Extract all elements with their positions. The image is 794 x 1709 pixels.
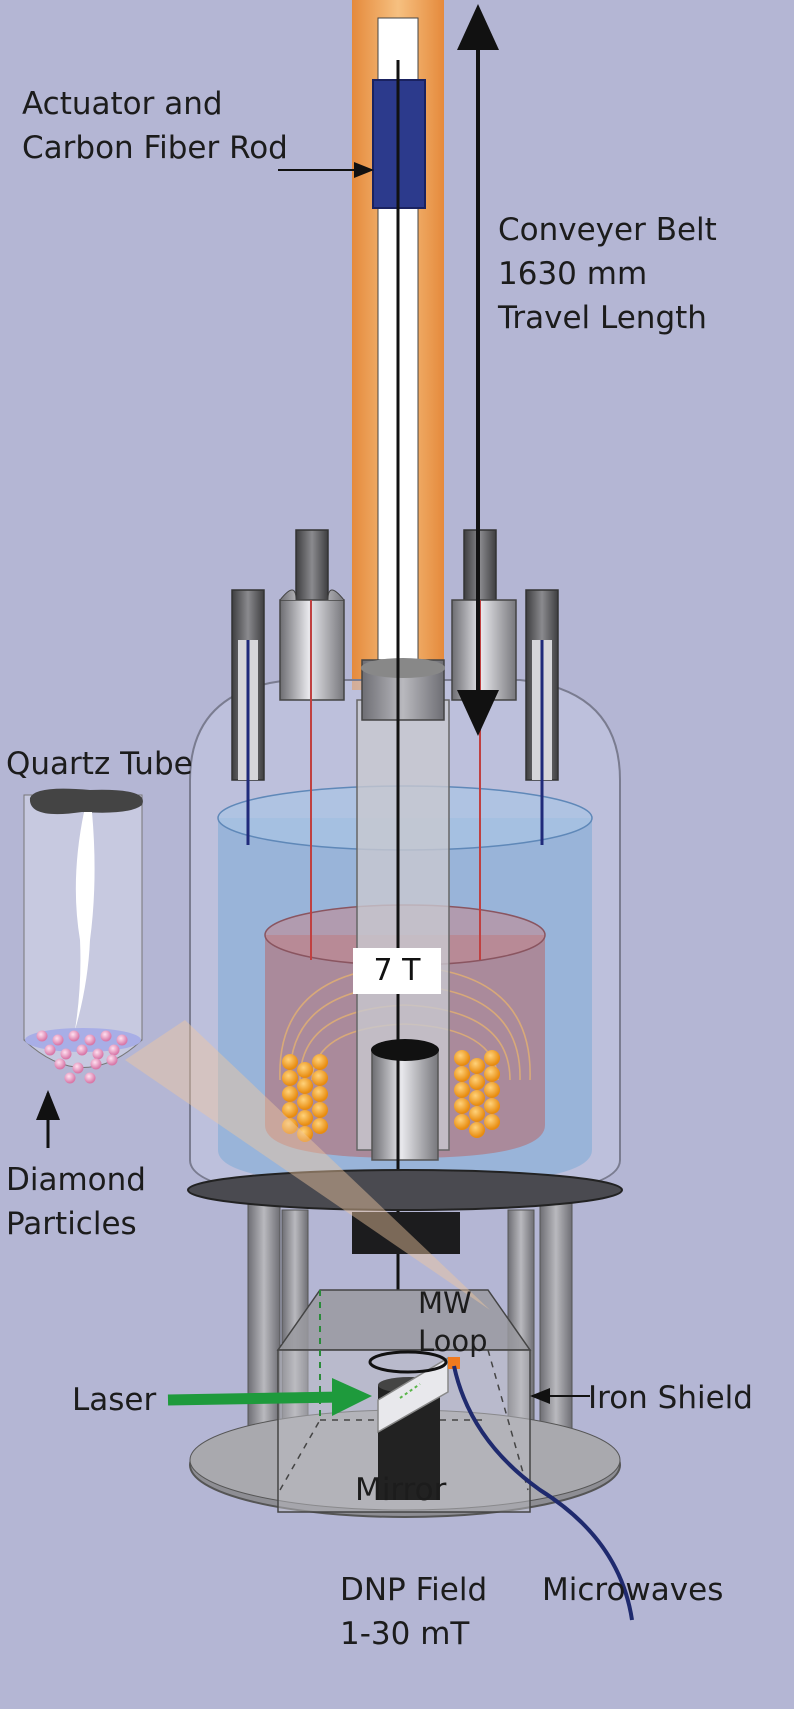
coil-bead <box>297 1126 313 1142</box>
diamond-particle <box>52 1034 64 1046</box>
coil-bead <box>469 1090 485 1106</box>
travel-length-arrow <box>457 4 499 736</box>
lower-block <box>352 1212 460 1254</box>
coil-bead <box>484 1082 500 1098</box>
diamond-particle <box>54 1058 66 1070</box>
mirror <box>377 1356 449 1500</box>
diamond-particle <box>68 1030 80 1042</box>
right-dewar-outer <box>525 589 559 845</box>
coil-bead <box>484 1114 500 1130</box>
coil-bead <box>469 1122 485 1138</box>
coil-bead <box>454 1050 470 1066</box>
coil-bead <box>282 1054 298 1070</box>
label-quartz-tube: Quartz Tube <box>6 746 193 782</box>
diamond-particle <box>100 1030 112 1042</box>
left-dewar-inner <box>279 529 345 960</box>
coil-bead <box>484 1050 500 1066</box>
coil-bead <box>312 1054 328 1070</box>
diamond-particle <box>44 1044 56 1056</box>
coil-wires-left <box>282 1054 328 1142</box>
diamond-particle <box>76 1044 88 1056</box>
coil-bead <box>297 1110 313 1126</box>
annotation-arrows <box>36 162 590 1404</box>
diamond-particle <box>60 1048 72 1060</box>
coil-bead <box>282 1118 298 1134</box>
coil-bead <box>297 1062 313 1078</box>
quartz-tube <box>23 788 490 1310</box>
diamond-particle <box>72 1062 84 1074</box>
coil-bead <box>297 1078 313 1094</box>
laser-arrow <box>167 1378 372 1416</box>
coil-bead <box>454 1082 470 1098</box>
mw-connector <box>448 1357 460 1369</box>
coil-bead <box>297 1094 313 1110</box>
coil-bead <box>469 1106 485 1122</box>
left-dewar-outer <box>231 589 265 845</box>
label-field-7t: 7 T <box>353 948 441 994</box>
coil-bead <box>312 1118 328 1134</box>
label-microwaves: Microwaves <box>542 1572 724 1608</box>
coil-bead <box>282 1070 298 1086</box>
diamond-particle <box>84 1072 96 1084</box>
coil-bead <box>312 1102 328 1118</box>
bore-tube <box>356 658 450 1161</box>
coil-bead <box>282 1086 298 1102</box>
diamond-particle <box>108 1044 120 1056</box>
diamond-particle <box>92 1048 104 1060</box>
label-laser: Laser <box>72 1382 157 1418</box>
diamond-particle <box>106 1054 118 1066</box>
coil-bead <box>469 1058 485 1074</box>
coil-bead <box>282 1102 298 1118</box>
coil-bead <box>312 1086 328 1102</box>
label-mirror: Mirror <box>355 1472 447 1508</box>
diamond-particle <box>84 1034 96 1046</box>
label-iron-shield: Iron Shield <box>588 1380 753 1416</box>
coil-bead <box>454 1066 470 1082</box>
coil-bead <box>469 1074 485 1090</box>
coil-bead <box>484 1066 500 1082</box>
coil-bead <box>312 1070 328 1086</box>
diamond-particle <box>64 1072 76 1084</box>
coil-bead <box>454 1114 470 1130</box>
microwave-cable <box>452 1365 634 1621</box>
coil-bead <box>454 1098 470 1114</box>
diamond-particle <box>36 1030 48 1042</box>
coil-wires-right <box>454 1050 500 1138</box>
mw-loop <box>368 1350 448 1374</box>
vessel-base <box>187 1169 623 1211</box>
diamond-particle <box>90 1058 102 1070</box>
diamond-particle <box>116 1034 128 1046</box>
coil-bead <box>484 1098 500 1114</box>
